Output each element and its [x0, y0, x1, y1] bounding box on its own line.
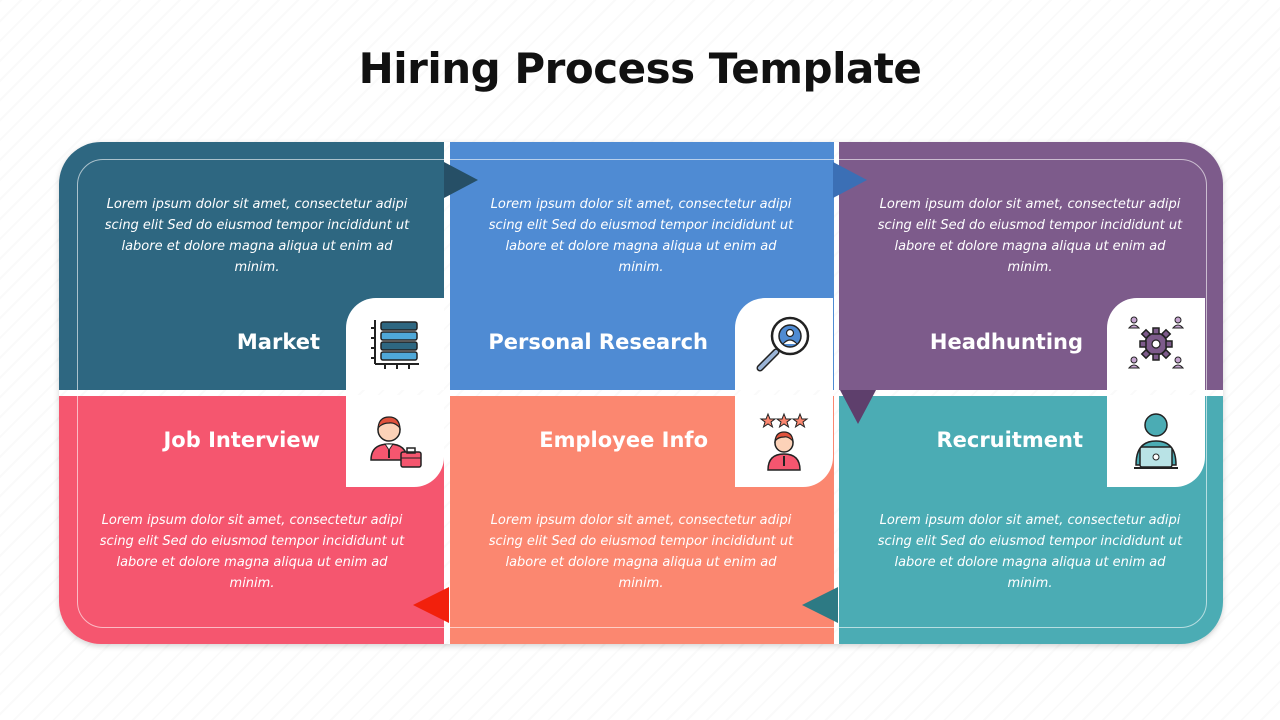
icon-tile-headhunting — [1107, 298, 1205, 390]
icon-tile-employee-info — [735, 395, 833, 487]
step-label-recruitment: Recruitment — [936, 428, 1083, 452]
arrow-recruitment-to-employee-info — [802, 587, 838, 623]
arrow-employee-info-to-interview — [413, 587, 449, 623]
step-label-headhunting: Headhunting — [929, 330, 1083, 354]
gear-network-icon — [1127, 316, 1185, 369]
arrow-market-to-research — [444, 162, 478, 198]
step-description: Lorem ipsum dolor sit amet, consectetur … — [877, 513, 1183, 591]
step-description: Lorem ipsum dolor sit amet, consectetur … — [488, 513, 794, 591]
arrow-research-to-headhunting — [833, 162, 867, 198]
step-label-market: Market — [236, 330, 320, 354]
icon-tile-job-interview — [346, 395, 444, 487]
laptop-user-icon — [1134, 413, 1178, 469]
magnifier-user-icon — [756, 316, 810, 372]
step-label-job-interview: Job Interview — [163, 428, 320, 452]
candidate-briefcase-icon — [370, 416, 422, 468]
step-label-employee-info: Employee Info — [539, 428, 708, 452]
chart-bars-icon — [371, 320, 419, 369]
step-description: Lorem ipsum dolor sit amet, consectetur … — [99, 513, 405, 591]
arrow-headhunting-to-recruitment — [840, 390, 876, 424]
step-description: Lorem ipsum dolor sit amet, consectetur … — [488, 197, 794, 275]
rated-employee-icon — [759, 412, 809, 471]
step-description: Lorem ipsum dolor sit amet, consectetur … — [877, 197, 1183, 275]
page-title: Hiring Process Template — [358, 44, 922, 93]
step-label-personal-research: Personal Research — [488, 330, 708, 354]
icon-tile-market — [346, 298, 444, 390]
icon-tile-personal-research — [735, 298, 833, 390]
step-description: Lorem ipsum dolor sit amet, consectetur … — [104, 197, 410, 275]
icon-tile-recruitment — [1107, 395, 1205, 487]
